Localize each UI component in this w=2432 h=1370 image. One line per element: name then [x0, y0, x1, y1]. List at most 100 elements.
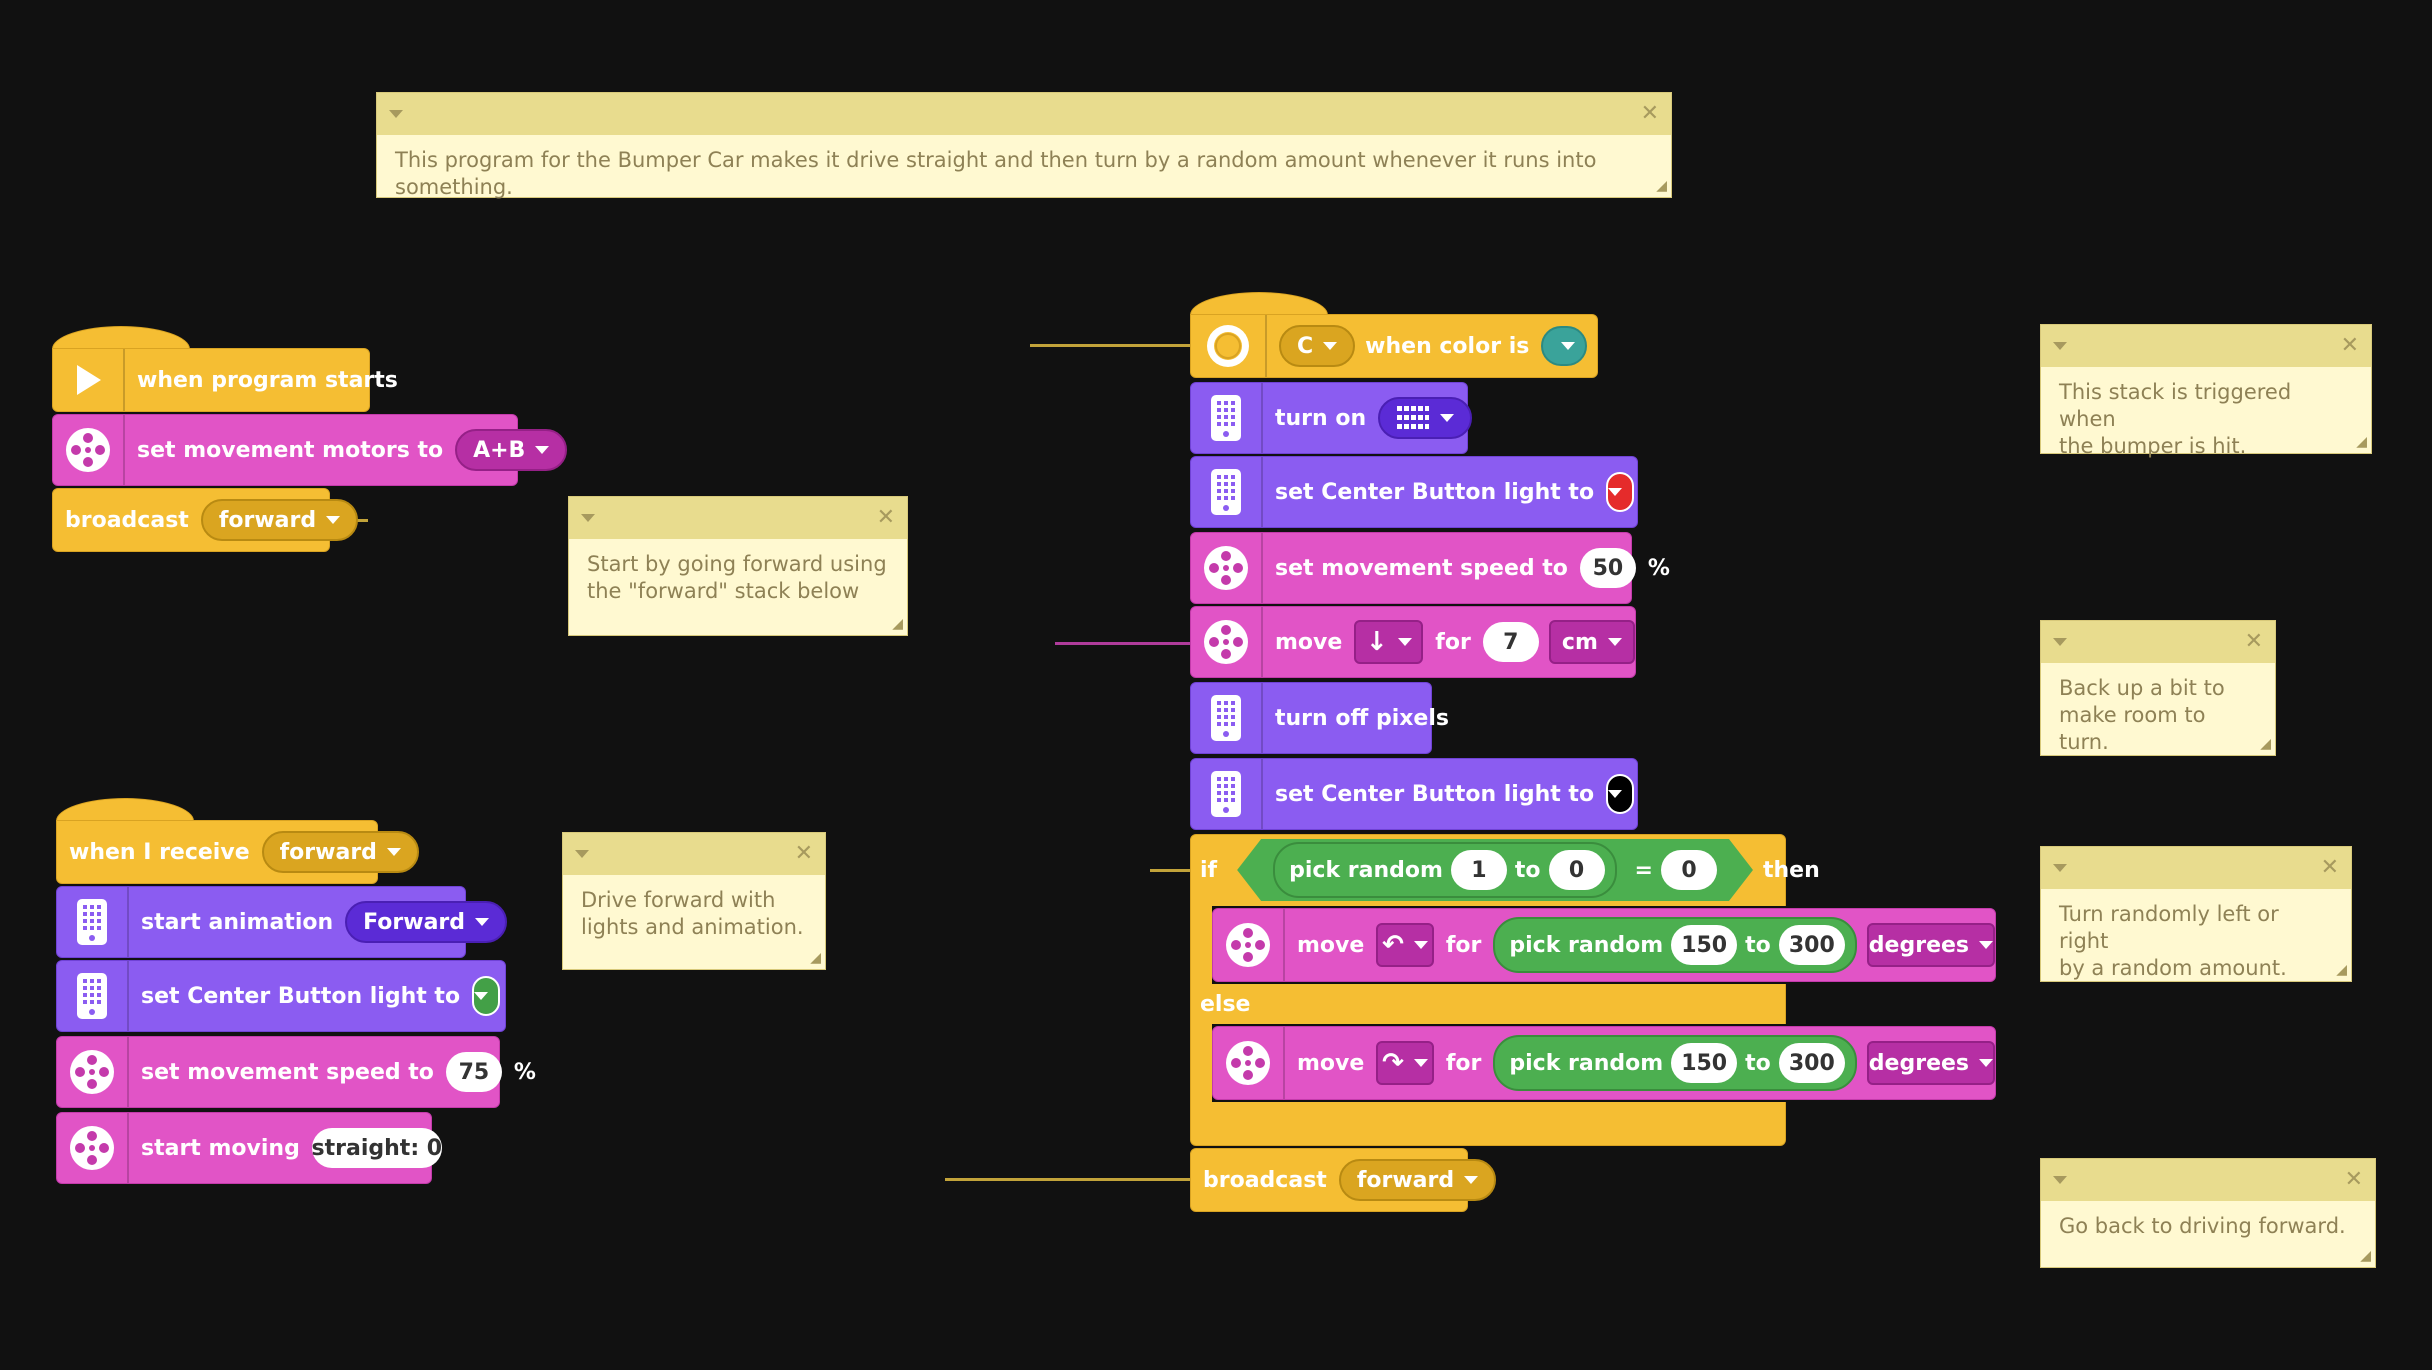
- collapse-icon[interactable]: [575, 850, 589, 858]
- comment-text[interactable]: Go back to driving forward.: [2059, 1214, 2346, 1238]
- comment-text[interactable]: Turn randomly left or right by a random …: [2059, 902, 2287, 980]
- dropdown-value: Forward: [363, 909, 466, 935]
- speed-input[interactable]: 50: [1579, 548, 1636, 588]
- resize-handle-icon[interactable]: ◢: [2356, 434, 2367, 450]
- close-icon[interactable]: ✕: [876, 505, 895, 530]
- trigger-color-dropdown[interactable]: [1541, 326, 1587, 366]
- when-color-is-block[interactable]: C when color is: [1190, 314, 1598, 378]
- collapse-icon[interactable]: [2053, 864, 2067, 872]
- broadcast-message-dropdown[interactable]: forward: [200, 499, 359, 541]
- start-moving-block[interactable]: start moving straight: 0: [56, 1112, 442, 1184]
- comment-header[interactable]: ✕: [2041, 847, 2351, 889]
- collapse-icon[interactable]: [581, 514, 595, 522]
- comment-trigger[interactable]: ✕ This stack is triggered when the bumpe…: [2040, 324, 2372, 458]
- unit-dropdown[interactable]: cm: [1548, 620, 1635, 664]
- comment-start[interactable]: ✕ Start by going forward using the "forw…: [568, 496, 908, 636]
- to-label: to: [1745, 1050, 1771, 1076]
- move-turn-left-block[interactable]: move ↶ for pick random 150 to 300 degree…: [1212, 908, 1996, 982]
- set-center-button-light-red-block[interactable]: set Center Button light to: [1190, 456, 1638, 528]
- resize-handle-icon[interactable]: ◢: [810, 950, 821, 966]
- when-i-receive-block[interactable]: when I receive forward: [56, 820, 419, 884]
- receive-message-dropdown[interactable]: forward: [261, 831, 419, 873]
- broadcast-message-dropdown[interactable]: forward: [1338, 1159, 1497, 1201]
- comment-connector-backup: [1055, 642, 1318, 645]
- comment-text[interactable]: This program for the Bumper Car makes it…: [395, 148, 1597, 199]
- turn-off-pixels-block[interactable]: turn off pixels: [1190, 682, 1449, 754]
- set-movement-speed-block[interactable]: set movement speed to 50 %: [1190, 532, 1670, 604]
- pick-random-reporter[interactable]: pick random 150 to 300: [1493, 917, 1857, 973]
- comment-text[interactable]: Back up a bit to make room to turn.: [2059, 676, 2225, 754]
- comment-text[interactable]: Start by going forward using the "forwar…: [587, 552, 887, 603]
- close-icon[interactable]: ✕: [2244, 629, 2263, 654]
- random-max-input[interactable]: 0: [1549, 850, 1605, 890]
- comment-header[interactable]: ✕: [2041, 1159, 2375, 1201]
- light-color-dropdown[interactable]: [1606, 472, 1635, 512]
- motors-dropdown[interactable]: A+B: [455, 429, 568, 471]
- resize-handle-icon[interactable]: ◢: [2260, 736, 2271, 752]
- pick-random-reporter[interactable]: pick random 150 to 300: [1493, 1035, 1857, 1091]
- random-max-input[interactable]: 300: [1778, 1043, 1845, 1083]
- comment-text[interactable]: This stack is triggered when the bumper …: [2059, 380, 2292, 458]
- random-min-input[interactable]: 150: [1671, 925, 1738, 965]
- light-color-dropdown[interactable]: [472, 976, 501, 1016]
- random-max-input[interactable]: 300: [1778, 925, 1845, 965]
- distance-input[interactable]: 7: [1482, 622, 1539, 662]
- close-icon[interactable]: ✕: [2340, 333, 2359, 358]
- speed-input[interactable]: 75: [445, 1052, 502, 1092]
- when-program-starts-block[interactable]: when program starts: [52, 348, 398, 412]
- resize-handle-icon[interactable]: ◢: [1656, 178, 1667, 194]
- else-label: else: [1200, 991, 1251, 1017]
- comment-text[interactable]: Drive forward with lights and animation.: [581, 888, 804, 939]
- set-movement-speed-block[interactable]: set movement speed to 75 %: [56, 1036, 536, 1108]
- move-block[interactable]: move ↓ for 7 cm: [1190, 606, 1636, 678]
- comment-turn[interactable]: ✕ Turn randomly left or right by a rando…: [2040, 846, 2352, 982]
- steering-input[interactable]: straight: 0: [312, 1128, 442, 1168]
- comment-header[interactable]: ✕: [2041, 325, 2371, 367]
- direction-dropdown[interactable]: ↷: [1376, 1041, 1434, 1085]
- random-min-input[interactable]: 1: [1451, 850, 1507, 890]
- broadcast-block[interactable]: broadcast forward: [52, 488, 359, 552]
- random-min-input[interactable]: 150: [1671, 1043, 1738, 1083]
- start-animation-block[interactable]: start animation Forward: [56, 886, 508, 958]
- unit-dropdown[interactable]: degrees: [1866, 1041, 1995, 1085]
- resize-handle-icon[interactable]: ◢: [2360, 1248, 2371, 1264]
- comment-main[interactable]: ✕ This program for the Bumper Car makes …: [376, 92, 1672, 199]
- pixel-image-dropdown[interactable]: [1378, 397, 1473, 439]
- comment-header[interactable]: ✕: [2041, 621, 2275, 663]
- compare-value-input[interactable]: 0: [1661, 850, 1717, 890]
- collapse-icon[interactable]: [2053, 1176, 2067, 1184]
- set-movement-motors-block[interactable]: set movement motors to A+B: [52, 414, 568, 486]
- comment-header[interactable]: ✕: [563, 833, 825, 875]
- collapse-icon[interactable]: [2053, 342, 2067, 350]
- resize-handle-icon[interactable]: ◢: [2336, 962, 2347, 978]
- turn-on-block[interactable]: turn on: [1190, 382, 1473, 454]
- comment-goback[interactable]: ✕ Go back to driving forward. ◢: [2040, 1158, 2376, 1268]
- close-icon[interactable]: ✕: [794, 841, 813, 866]
- animation-dropdown[interactable]: Forward: [345, 901, 508, 943]
- pick-random-reporter[interactable]: pick random 1 to 0: [1273, 842, 1616, 898]
- move-turn-right-block[interactable]: move ↷ for pick random 150 to 300 degree…: [1212, 1026, 1996, 1100]
- comment-drive[interactable]: ✕ Drive forward with lights and animatio…: [562, 832, 826, 970]
- set-center-button-light-black-block[interactable]: set Center Button light to: [1190, 758, 1638, 830]
- comment-header[interactable]: ✕: [377, 93, 1671, 135]
- direction-dropdown[interactable]: ↓: [1354, 620, 1424, 664]
- broadcast-block[interactable]: broadcast forward: [1190, 1148, 1497, 1212]
- chevron-down-icon: [535, 446, 550, 454]
- block-label: set Center Button light to: [1275, 781, 1595, 807]
- equals-condition[interactable]: pick random 1 to 0 = 0: [1237, 839, 1753, 901]
- comment-backup[interactable]: ✕ Back up a bit to make room to turn. ◢: [2040, 620, 2276, 756]
- close-icon[interactable]: ✕: [1640, 101, 1659, 126]
- if-row[interactable]: if pick random 1 to 0 = 0 then: [1190, 834, 1832, 906]
- resize-handle-icon[interactable]: ◢: [892, 616, 903, 632]
- collapse-icon[interactable]: [389, 110, 403, 118]
- set-center-button-light-block[interactable]: set Center Button light to: [56, 960, 506, 1032]
- else-row: else: [1190, 984, 1262, 1024]
- close-icon[interactable]: ✕: [2320, 855, 2339, 880]
- direction-dropdown[interactable]: ↶: [1376, 923, 1434, 967]
- port-dropdown[interactable]: C: [1279, 325, 1356, 367]
- collapse-icon[interactable]: [2053, 638, 2067, 646]
- close-icon[interactable]: ✕: [2344, 1167, 2363, 1192]
- comment-header[interactable]: ✕: [569, 497, 907, 539]
- unit-dropdown[interactable]: degrees: [1866, 923, 1995, 967]
- light-color-dropdown[interactable]: [1606, 774, 1635, 814]
